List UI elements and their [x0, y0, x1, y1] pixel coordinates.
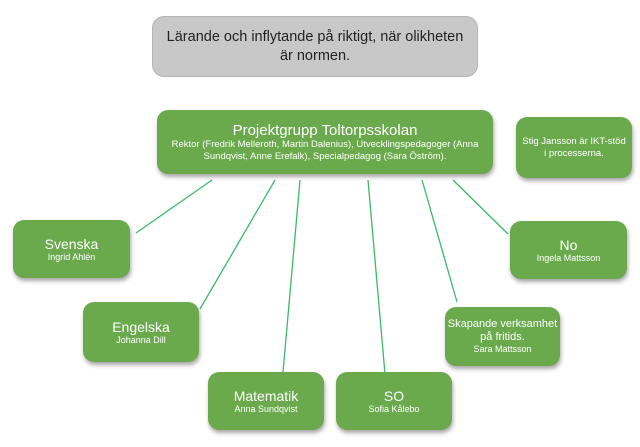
- side-note-box: Stig Jansson är IKT-stöd i processerna.: [516, 117, 632, 178]
- connector-no: [452, 179, 509, 235]
- node-skapande: Skapande verksamhet på fritids. Sara Mat…: [445, 307, 560, 366]
- node-title: SO: [383, 387, 405, 404]
- header-box: Lärande och inflytande på riktigt, när o…: [152, 16, 478, 77]
- node-title: Matematik: [233, 387, 299, 404]
- node-title: Engelska: [112, 318, 170, 335]
- node-person: Ingela Mattsson: [536, 252, 601, 263]
- node-person: Johanna Dill: [116, 334, 166, 345]
- node-person: Ingrid Ahlén: [47, 251, 96, 262]
- central-title: Projektgrupp Toltorpsskolan: [232, 121, 418, 139]
- side-note-text: Stig Jansson är IKT-stöd i processerna.: [522, 135, 626, 159]
- node-engelska: Engelska Johanna Dill: [83, 302, 199, 362]
- central-node: Projektgrupp Toltorpsskolan Rektor (Fred…: [157, 110, 493, 174]
- connector-matematik: [282, 179, 301, 373]
- node-so: SO Sofia Kålebo: [336, 372, 452, 430]
- node-title: Svenska: [44, 235, 99, 252]
- header-text: Lärande och inflytande på riktigt, när o…: [166, 28, 464, 64]
- node-person: Anna Sundqvist: [234, 403, 298, 414]
- node-person: Sofia Kålebo: [368, 403, 420, 414]
- connector-svenska: [135, 179, 213, 234]
- node-person: Sara Mattsson: [473, 344, 532, 354]
- node-matematik: Matematik Anna Sundqvist: [208, 372, 324, 430]
- node-title: Skapande verksamhet på fritids.: [447, 318, 558, 343]
- connector-skapande: [421, 179, 458, 303]
- node-no: No Ingela Mattsson: [510, 221, 627, 279]
- connector-so: [367, 179, 386, 375]
- connector-engelska: [199, 179, 276, 310]
- central-subtitle: Rektor (Fredrik Melleroth, Martin Daleni…: [171, 138, 479, 162]
- node-svenska: Svenska Ingrid Ahlén: [13, 220, 130, 278]
- node-title: No: [559, 236, 578, 253]
